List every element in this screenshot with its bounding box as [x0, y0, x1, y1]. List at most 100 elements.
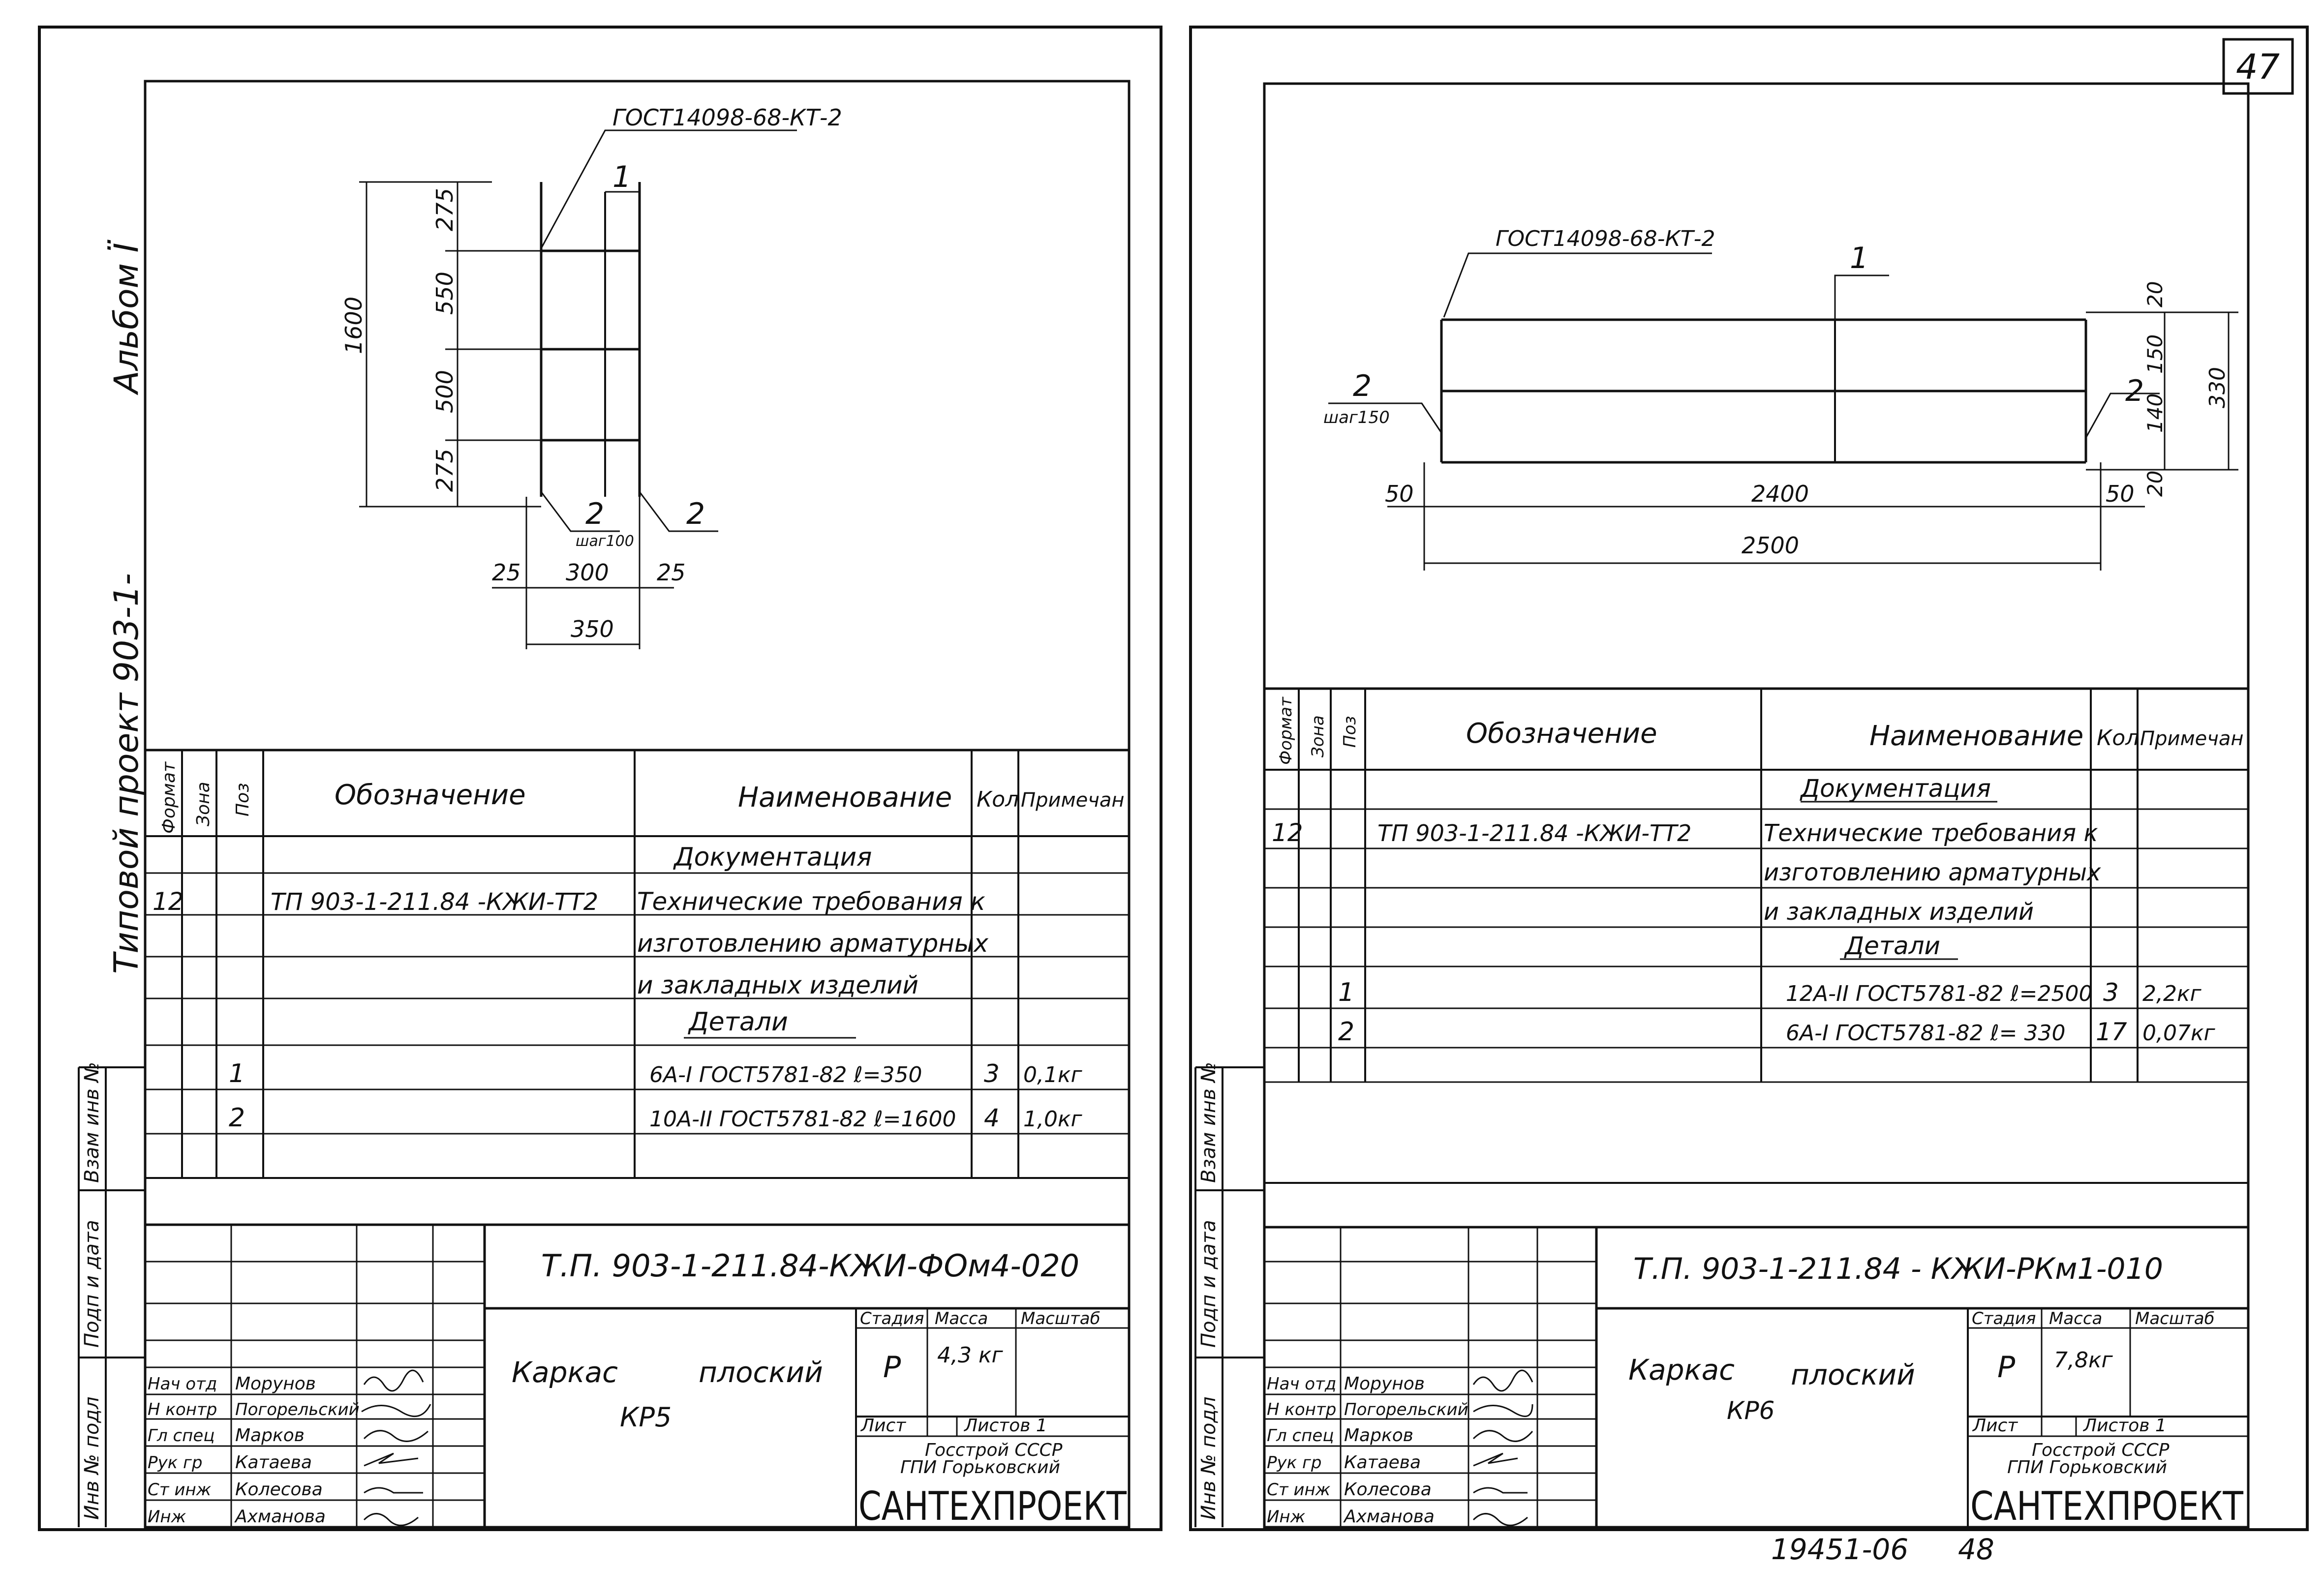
- side-album-label: Альбом Ї: [107, 239, 146, 395]
- right-side-strip: Взам инв № Подп и дата Инв № подл: [1194, 1062, 1264, 1527]
- left-dim-v3: 275: [431, 449, 458, 492]
- left-hdr-zone: Зона: [193, 782, 214, 826]
- side-label-replace: Взам инв №: [81, 1062, 103, 1183]
- left-signatures: [361, 1369, 431, 1526]
- right-title-block-grid: [1264, 1226, 2248, 1527]
- left-row2-pos: 2: [229, 1103, 245, 1133]
- left-hdr-pos: Поз: [233, 783, 253, 816]
- right-dim-left: 50: [1385, 481, 1414, 507]
- right-doc-line1: Технические требования к: [1764, 819, 2098, 847]
- left-pos2-label: 2: [585, 497, 604, 531]
- side-project-label: Типовой проект 903-1-: [107, 573, 146, 974]
- right-org2: ГПИ Горьковский: [2007, 1457, 2167, 1478]
- left-dim-v0: 275: [431, 188, 458, 231]
- right-hdr-designation: Обозначение: [1466, 718, 1657, 750]
- left-dim-left: 25: [492, 559, 521, 586]
- right-dim-right: 50: [2106, 481, 2135, 507]
- right-org3: САНТЕХПРОЕКТ: [1970, 1483, 2244, 1529]
- side-label-replace-r: Взам инв №: [1197, 1062, 1220, 1183]
- right-role-1: Н контр: [1267, 1400, 1336, 1419]
- right-doc-code: Т.П. 903-1-211.84 - КЖИ-РКм1-010: [1633, 1252, 2163, 1286]
- right-hdr-note: Примечан: [2140, 727, 2244, 750]
- right-stage-label: Стадия: [1972, 1309, 2036, 1328]
- right-dim-v3: 20: [2143, 471, 2167, 497]
- left-name-0: Морунов: [235, 1374, 316, 1394]
- right-role-4: Ст инж: [1267, 1480, 1331, 1500]
- left-section-parts: Детали: [688, 1007, 788, 1037]
- right-sheets-label: Листов 1: [2082, 1416, 2167, 1436]
- left-row2-name: 10А-II ГОСТ5781-82 ℓ=1600: [649, 1107, 956, 1132]
- left-name-4: Колесова: [235, 1479, 323, 1500]
- right-row1-note: 2,2кг: [2142, 981, 2202, 1006]
- right-row1-qty: 3: [2103, 978, 2119, 1007]
- left-doc-line3: и закладных изделий: [637, 971, 918, 999]
- right-role-2: Гл спец: [1267, 1426, 1334, 1446]
- right-row2-name: 6А-I ГОСТ5781-82 ℓ= 330: [1786, 1021, 2066, 1046]
- right-section-parts: Детали: [1844, 932, 1940, 960]
- left-role-1: Н контр: [148, 1400, 217, 1419]
- left-stage-label: Стадия: [860, 1309, 924, 1328]
- right-scale-label: Масштаб: [2135, 1309, 2215, 1328]
- bottom-page-number: 48: [1958, 1533, 1994, 1566]
- left-role-5: Инж: [148, 1507, 186, 1527]
- left-dim-mid: 300: [566, 559, 609, 586]
- right-hdr-name: Наименование: [1869, 720, 2083, 752]
- right-dim-v2: 140: [2143, 393, 2167, 433]
- left-row1-pos: 1: [229, 1059, 245, 1088]
- right-gost-label: ГОСТ14098-68-КТ-2: [1496, 226, 1715, 251]
- right-section-docs: Документация: [1800, 774, 1991, 803]
- right-dim-total-v: 330: [2205, 367, 2230, 408]
- right-row2-qty: 17: [2096, 1018, 2127, 1046]
- left-row1-qty: 3: [984, 1059, 1000, 1088]
- left-stage: Р: [883, 1350, 901, 1385]
- left-step-label: шаг100: [576, 533, 634, 550]
- left-mass-label: Масса: [935, 1309, 988, 1328]
- right-title-a: Каркас: [1628, 1353, 1735, 1387]
- left-role-2: Гл спец: [148, 1426, 214, 1446]
- left-frame-drawing: [359, 129, 797, 649]
- right-people-list: Нач отд Морунов Н контр Погорельский Гл …: [1267, 1374, 1468, 1527]
- left-name-1: Погорельский: [235, 1400, 360, 1419]
- right-name-5: Ахманова: [1343, 1507, 1435, 1527]
- outer-frames: [38, 26, 2309, 1531]
- left-name-3: Катаева: [235, 1452, 312, 1473]
- left-title-b: плоский: [699, 1356, 823, 1389]
- left-sheet-label: Лист: [860, 1416, 906, 1436]
- left-doc-line2: изготовлению арматурных: [637, 929, 988, 958]
- right-mass-label: Масса: [2049, 1309, 2102, 1328]
- left-spec-table-grid: [145, 749, 1129, 1179]
- right-row1-pos: 1: [1338, 978, 1354, 1007]
- right-dim-mid: 2400: [1751, 481, 1809, 507]
- page-number: 47: [2236, 47, 2280, 87]
- right-sheet-label: Лист: [1972, 1416, 2018, 1436]
- left-name-2: Марков: [235, 1425, 305, 1446]
- right-name-4: Колесова: [1344, 1479, 1432, 1500]
- left-pos1-label: 1: [612, 160, 631, 194]
- right-frame-drawing: [1328, 252, 2238, 571]
- left-sheets-label: Листов 1: [963, 1416, 1047, 1436]
- left-doc-line1: Технические требования к: [637, 887, 985, 916]
- left-org3: САНТЕХПРОЕКТ: [858, 1483, 1127, 1529]
- right-role-5: Инж: [1267, 1507, 1306, 1527]
- left-title-a: Каркас: [512, 1356, 618, 1389]
- left-hdr-qty: Кол: [977, 787, 1019, 812]
- left-doc-designation: ТП 903-1-211.84 -КЖИ-ТТ2: [271, 888, 598, 916]
- left-role-3: Рук гр: [148, 1453, 202, 1473]
- right-title-b: плоский: [1791, 1358, 1915, 1391]
- right-doc-designation: ТП 903-1-211.84 -КЖИ-ТТ2: [1377, 820, 1691, 846]
- side-label-sign-r: Подп и дата: [1197, 1220, 1220, 1348]
- left-section-docs: Документация: [673, 843, 872, 872]
- left-scale-label: Масштаб: [1021, 1309, 1101, 1328]
- right-name-0: Морунов: [1344, 1374, 1425, 1394]
- left-hdr-note: Примечан: [1021, 789, 1125, 812]
- right-doc-line3: и закладных изделий: [1764, 898, 2034, 926]
- right-role-0: Нач отд: [1267, 1374, 1336, 1394]
- left-mark: КР5: [620, 1402, 672, 1433]
- left-hdr-format: Формат: [159, 761, 179, 834]
- left-org1: Госстрой СССР: [925, 1440, 1063, 1460]
- left-role-4: Ст инж: [148, 1480, 212, 1500]
- left-dim-right: 25: [657, 559, 686, 586]
- left-doc-code: Т.П. 903-1-211.84-КЖИ-ФОм4-020: [541, 1248, 1079, 1284]
- side-label-sign: Подп и дата: [81, 1220, 103, 1348]
